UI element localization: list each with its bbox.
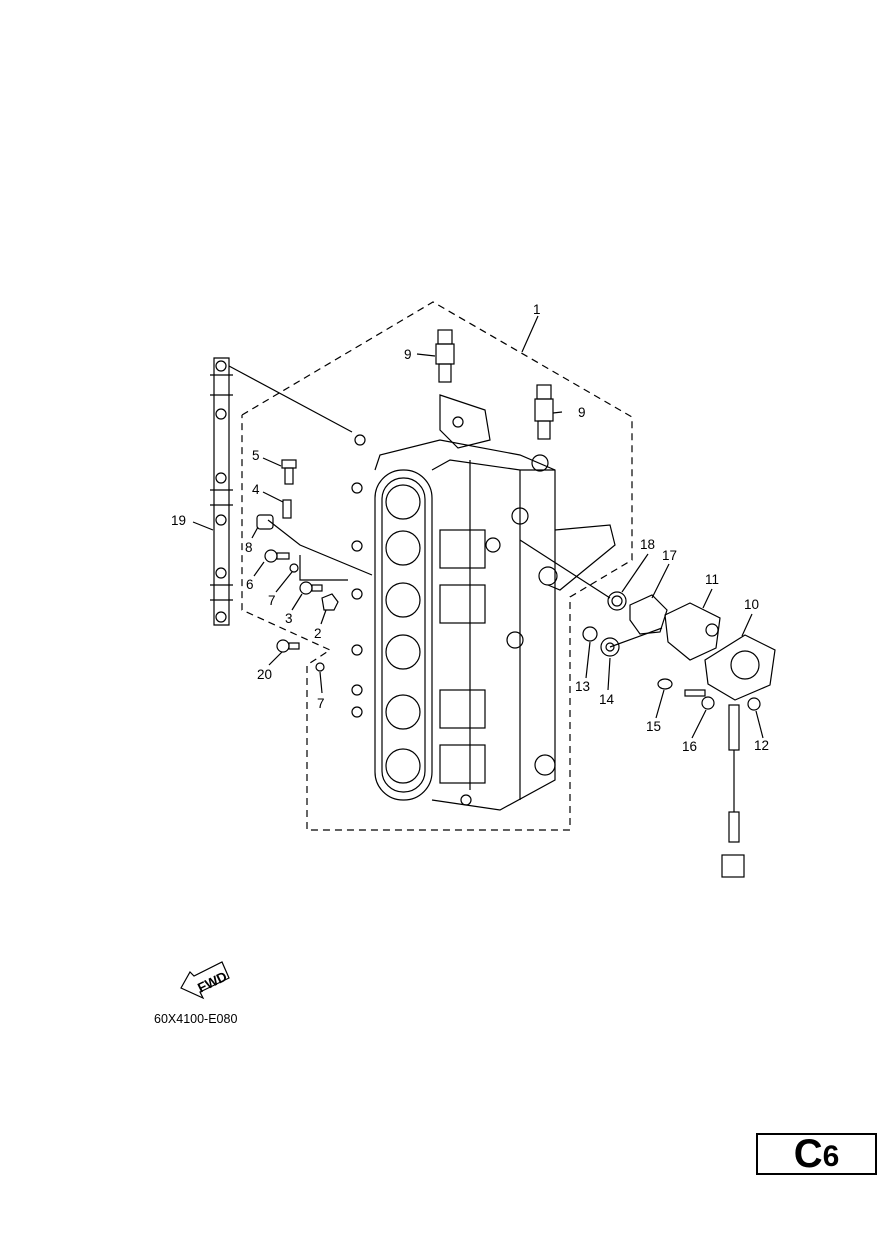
bolt-12 xyxy=(747,697,761,711)
callout-6: 6 xyxy=(246,577,254,592)
callout-14: 14 xyxy=(599,692,615,707)
callout-numbers: 1 9 9 5 4 19 8 6 7 3 2 20 7 18 17 11 10 … xyxy=(171,302,769,754)
spring-18 xyxy=(607,591,627,611)
callout-20: 20 xyxy=(257,667,272,682)
screw-3 xyxy=(299,581,323,595)
fwd-arrow: FWD xyxy=(180,961,230,1000)
sensor-wire xyxy=(721,704,745,878)
gasket-15 xyxy=(657,678,673,690)
section-letter: C xyxy=(793,1132,823,1176)
callout-16: 16 xyxy=(682,739,697,754)
callout-3: 3 xyxy=(285,611,293,626)
section-number: 6 xyxy=(822,1140,840,1173)
gasket-19 xyxy=(210,357,233,626)
gasket-leader xyxy=(228,365,353,433)
screw-5 xyxy=(281,459,297,485)
callout-4: 4 xyxy=(252,482,260,497)
screw-6 xyxy=(264,549,290,563)
screw-20 xyxy=(276,639,300,653)
thermostat-10 xyxy=(704,634,776,701)
callout-18: 18 xyxy=(640,537,655,552)
callout-12: 12 xyxy=(754,738,769,753)
diagram-code: 60X4100-E080 xyxy=(154,1012,238,1026)
assembly-boundary xyxy=(241,301,633,831)
callout-7b: 7 xyxy=(317,696,325,711)
callout-9b: 9 xyxy=(578,405,586,420)
callout-8: 8 xyxy=(245,540,253,555)
callout-17: 17 xyxy=(662,548,677,563)
bolt-16 xyxy=(684,689,715,710)
callout-19: 19 xyxy=(171,513,186,528)
callout-15: 15 xyxy=(646,719,661,734)
callout-7a: 7 xyxy=(268,593,276,608)
stud-9-upper xyxy=(435,329,455,383)
callout-13: 13 xyxy=(575,679,590,694)
callout-1: 1 xyxy=(533,302,541,317)
cylinder-block xyxy=(351,394,616,811)
callout-11: 11 xyxy=(705,572,719,587)
plug-8 xyxy=(256,514,274,530)
housing-11 xyxy=(664,602,721,661)
callout-2: 2 xyxy=(314,626,322,641)
callout-9a: 9 xyxy=(404,347,412,362)
callout-5: 5 xyxy=(252,448,260,463)
callout-10: 10 xyxy=(744,597,759,612)
washer-7a xyxy=(289,563,299,573)
block-17 xyxy=(629,594,668,635)
section-badge: C 6 xyxy=(756,1133,877,1175)
stud-9-lower xyxy=(534,384,554,440)
cap-13 xyxy=(582,626,598,642)
nut-2 xyxy=(321,593,339,611)
washer-7b xyxy=(315,662,325,672)
seal-14 xyxy=(600,637,620,657)
spring-4 xyxy=(282,499,292,519)
